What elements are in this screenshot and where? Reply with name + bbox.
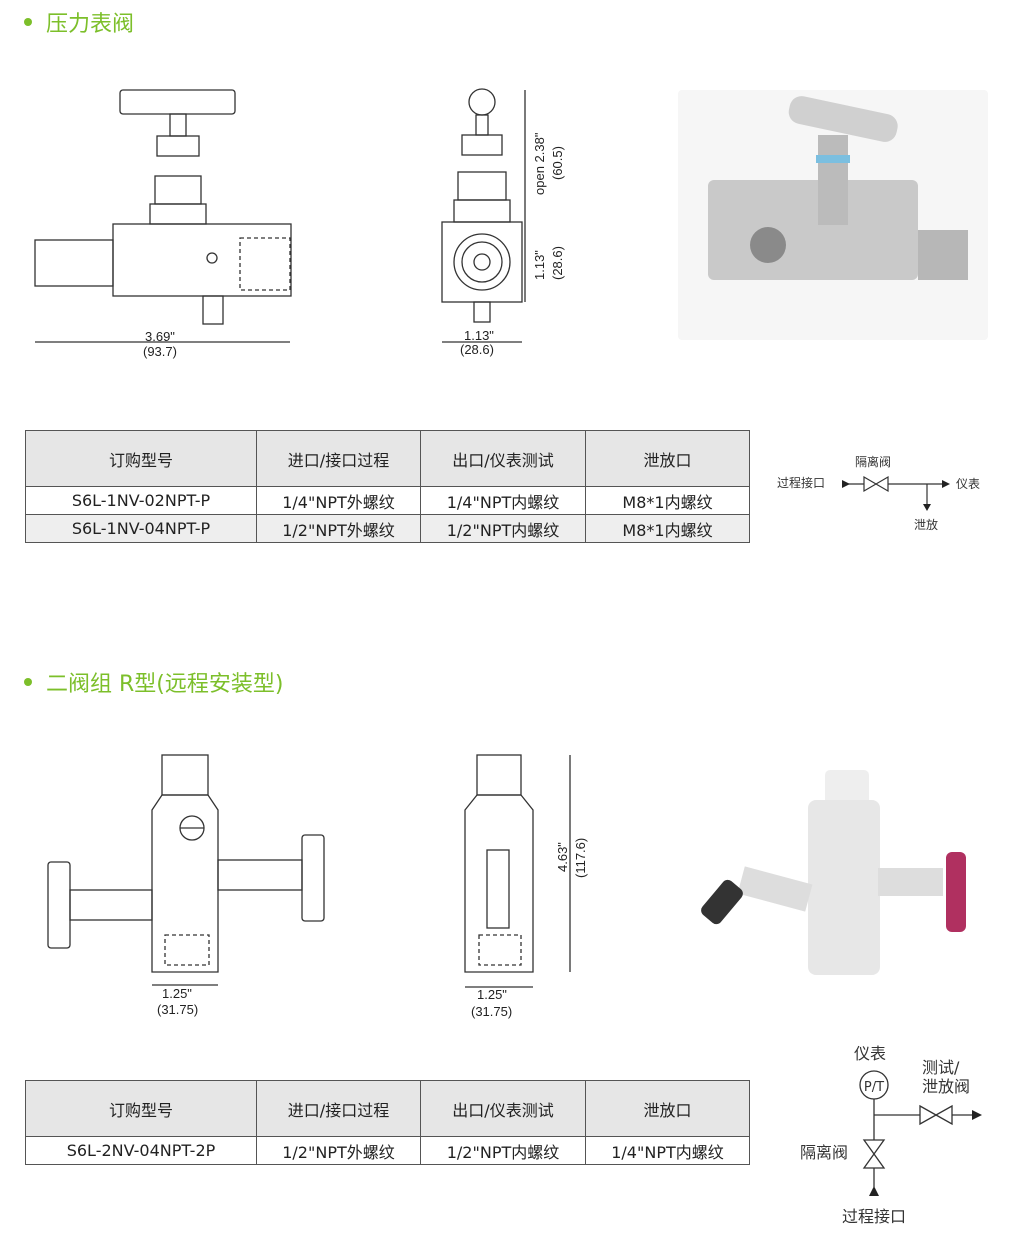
cell-inlet: 1/2"NPT外螺纹 — [256, 1136, 421, 1165]
section-title-gauge-valve: 压力表阀 — [24, 6, 134, 38]
schematic-label: 隔离阀 — [855, 454, 891, 469]
section-title-text: 二阀组 R型(远程安装型) — [46, 672, 284, 697]
cell-model: S6L-2NV-04NPT-2P — [25, 1136, 257, 1165]
product-photo-gauge-valve — [678, 90, 988, 340]
cell-outlet: 1/2"NPT内螺纹 — [420, 1136, 586, 1165]
column-header: 出口/仪表测试 — [420, 430, 586, 487]
dimension-label: (60.5) — [550, 146, 565, 180]
flow-schematic-gauge-valve: 过程接口 隔离阀 仪表 泄放 — [777, 454, 980, 532]
schematic-label: 泄放阀 — [922, 1077, 970, 1096]
dimension-label: (117.6) — [573, 838, 588, 878]
bullet-icon — [24, 18, 32, 26]
schematic-label: 隔离阀 — [800, 1143, 848, 1162]
schematic-label: 仪表 — [956, 477, 980, 491]
flow-schematic-manifold: 仪表 测试/ 泄放阀 隔离阀 过程接口 P/T — [800, 1044, 982, 1226]
column-header: 订购型号 — [25, 1080, 257, 1137]
front-view-drawing: 1.25" (31.75) — [47, 754, 325, 1017]
gauge-symbol-icon: P/T — [864, 1080, 884, 1095]
dimension-label: (28.6) — [460, 342, 494, 357]
side-view-drawing: 1.25" (31.75) 4.63" (117.6) — [464, 754, 588, 1019]
product-photo-manifold — [700, 760, 980, 980]
column-header: 泄放口 — [585, 1080, 750, 1137]
cell-drain: M8*1内螺纹 — [585, 514, 750, 543]
dimension-label: (93.7) — [143, 344, 177, 359]
schematic-label: 过程接口 — [777, 475, 825, 490]
table-row: S6L-1NV-04NPT-P 1/2"NPT外螺纹 1/2"NPT内螺纹 M8… — [25, 514, 750, 543]
spec-table-manifold: 订购型号 进口/接口过程 出口/仪表测试 泄放口 S6L-2NV-04NPT-2… — [25, 1080, 750, 1165]
column-header: 进口/接口过程 — [256, 430, 421, 487]
dimension-label: (31.75) — [471, 1004, 512, 1019]
dimension-label: 1.13" — [532, 250, 547, 280]
section-title-two-valve-manifold: 二阀组 R型(远程安装型) — [24, 666, 283, 698]
schematic-label: 泄放 — [914, 517, 938, 532]
table-row: S6L-2NV-04NPT-2P 1/2"NPT外螺纹 1/2"NPT内螺纹 1… — [25, 1136, 750, 1165]
cell-inlet: 1/4"NPT外螺纹 — [256, 486, 421, 515]
schematic-label: 测试/ — [922, 1058, 960, 1077]
schematic-label: 仪表 — [854, 1044, 886, 1063]
bullet-icon — [24, 678, 32, 686]
cell-outlet: 1/4"NPT内螺纹 — [420, 486, 586, 515]
dimension-label: 3.69" — [145, 329, 175, 344]
column-header: 订购型号 — [25, 430, 257, 487]
front-view-drawing: 3.69" (93.7) — [34, 89, 292, 359]
dimension-label: 1.25" — [477, 987, 507, 1002]
cell-model: S6L-1NV-04NPT-P — [25, 514, 257, 543]
cell-drain: 1/4"NPT内螺纹 — [585, 1136, 750, 1165]
column-header: 出口/仪表测试 — [420, 1080, 586, 1137]
arrow-icon — [842, 480, 950, 511]
schematic-label: 过程接口 — [842, 1207, 906, 1226]
dimension-label: (31.75) — [157, 1002, 198, 1017]
column-header: 泄放口 — [585, 430, 750, 487]
cell-drain: M8*1内螺纹 — [585, 486, 750, 515]
dimension-label: open 2.38" — [532, 132, 547, 195]
side-view-drawing: 1.13" (28.6) open 2.38" (60.5) 1.13" (28… — [441, 88, 565, 357]
dimension-label: (28.6) — [550, 246, 565, 280]
column-header: 进口/接口过程 — [256, 1080, 421, 1137]
cell-inlet: 1/2"NPT外螺纹 — [256, 514, 421, 543]
spec-table-gauge-valve: 订购型号 进口/接口过程 出口/仪表测试 泄放口 S6L-1NV-02NPT-P… — [25, 430, 750, 543]
dimension-label: 1.25" — [162, 986, 192, 1001]
cell-model: S6L-1NV-02NPT-P — [25, 486, 257, 515]
arrow-icon — [869, 1110, 982, 1196]
section-title-text: 压力表阀 — [46, 12, 135, 37]
dimension-label: 1.13" — [464, 328, 494, 343]
table-row: S6L-1NV-02NPT-P 1/4"NPT外螺纹 1/4"NPT内螺纹 M8… — [25, 486, 750, 515]
cell-outlet: 1/2"NPT内螺纹 — [420, 514, 586, 543]
dimension-label: 4.63" — [555, 842, 570, 872]
